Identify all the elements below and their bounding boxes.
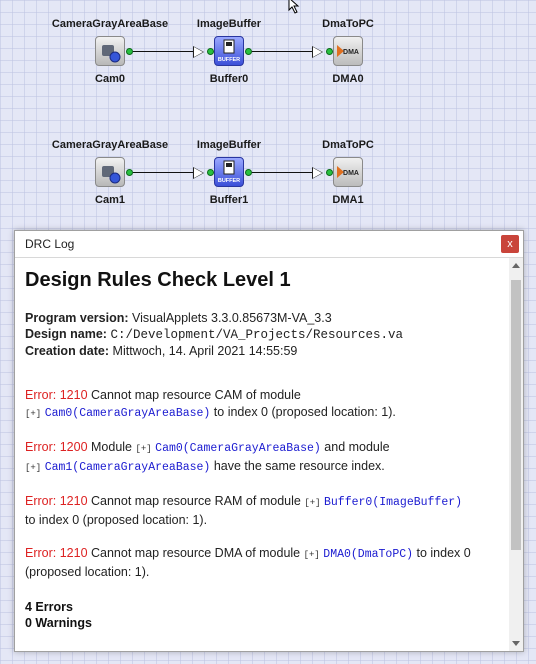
window-titlebar[interactable]: DRC Log x bbox=[15, 231, 523, 258]
module-type-ref: (ImageBuffer) bbox=[372, 496, 463, 509]
connection-wire bbox=[252, 51, 312, 52]
connection-arrow-fill bbox=[194, 168, 203, 178]
error-list: Error: 1210 Cannot map resource CAM of m… bbox=[25, 387, 503, 581]
camera-icon[interactable] bbox=[95, 36, 125, 66]
dma-icon-label: DMA bbox=[343, 170, 359, 177]
input-port[interactable] bbox=[207, 48, 214, 55]
error-text: Cannot map resource DMA of module bbox=[87, 546, 304, 560]
module-link[interactable]: Buffer0 bbox=[324, 496, 373, 509]
vertical-scrollbar[interactable] bbox=[509, 258, 523, 651]
error-entry: Error: 1210 Cannot map resource RAM of m… bbox=[25, 493, 503, 529]
program-version-value: VisualApplets 3.3.0.85673M-VA_3.3 bbox=[132, 311, 332, 325]
module-name-label: DMA0 bbox=[332, 73, 364, 85]
module-name-label: Cam1 bbox=[95, 194, 125, 206]
dma-icon[interactable]: DMA bbox=[333, 157, 363, 187]
module-name-label: Buffer1 bbox=[209, 194, 249, 206]
module-type-label: ImageBuffer bbox=[196, 18, 262, 30]
log-meta: Program version: VisualApplets 3.3.0.856… bbox=[25, 310, 503, 359]
error-text: Module bbox=[87, 440, 136, 454]
input-port[interactable] bbox=[326, 169, 333, 176]
connection-arrow-fill bbox=[194, 47, 203, 57]
error-text: Cannot map resource CAM of module bbox=[87, 388, 301, 402]
connection-arrow-fill bbox=[313, 168, 322, 178]
input-port[interactable] bbox=[326, 48, 333, 55]
creation-date-value: Mittwoch, 14. April 2021 14:55:59 bbox=[112, 344, 298, 358]
output-port[interactable] bbox=[245, 169, 252, 176]
design-name-label: Design name: bbox=[25, 327, 107, 341]
summary: 4 Errors 0 Warnings bbox=[25, 599, 503, 631]
module-type-ref: (DmaToPC) bbox=[350, 548, 414, 561]
window-title: DRC Log bbox=[25, 237, 75, 251]
module-type-ref: (CameraGrayAreaBase) bbox=[72, 461, 211, 474]
error-code: Error: 1210 bbox=[25, 388, 88, 402]
log-heading: Design Rules Check Level 1 bbox=[25, 269, 291, 291]
error-entry: Error: 1210 Cannot map resource CAM of m… bbox=[25, 387, 503, 423]
error-code: Error: 1210 bbox=[25, 494, 88, 508]
connection-wire bbox=[133, 51, 193, 52]
mouse-cursor-icon bbox=[288, 0, 300, 14]
connection-wire bbox=[252, 172, 312, 173]
error-text: to index 0 (proposed location: 1). bbox=[25, 546, 471, 579]
error-text: Cannot map resource RAM of module bbox=[87, 494, 305, 508]
module-link[interactable]: Cam0 bbox=[155, 442, 183, 455]
program-version-label: Program version: bbox=[25, 311, 129, 325]
dma-icon[interactable]: DMA bbox=[333, 36, 363, 66]
expand-toggle[interactable]: [+] bbox=[25, 409, 42, 419]
module-name-label: DMA1 bbox=[332, 194, 364, 206]
output-port[interactable] bbox=[126, 169, 133, 176]
scroll-down-icon[interactable] bbox=[512, 641, 520, 646]
error-count: 4 Errors bbox=[25, 600, 73, 614]
output-port[interactable] bbox=[126, 48, 133, 55]
module-type-label: CameraGrayAreaBase bbox=[51, 139, 169, 151]
module-name-label: Cam0 bbox=[95, 73, 125, 85]
module-name-label: Buffer0 bbox=[209, 73, 249, 85]
buffer-icon-label: BUFFER bbox=[218, 57, 240, 63]
error-text: and module bbox=[320, 440, 390, 454]
module-link[interactable]: DMA0 bbox=[323, 548, 351, 561]
module-type-ref: (CameraGrayAreaBase) bbox=[182, 442, 321, 455]
error-entry: Error: 1200 Module [+] Cam0(CameraGrayAr… bbox=[25, 439, 503, 477]
expand-toggle[interactable]: [+] bbox=[25, 463, 42, 473]
scrollbar-thumb[interactable] bbox=[511, 280, 521, 550]
module-link[interactable]: Cam0 bbox=[44, 407, 73, 420]
input-port[interactable] bbox=[207, 169, 214, 176]
buffer-icon-label: BUFFER bbox=[218, 178, 240, 184]
error-entry: Error: 1210 Cannot map resource DMA of m… bbox=[25, 545, 503, 581]
buffer-icon[interactable]: BUFFER bbox=[214, 157, 244, 187]
warning-count: 0 Warnings bbox=[25, 616, 92, 630]
output-port[interactable] bbox=[245, 48, 252, 55]
design-name-value: C:/Development/VA_Projects/Resources.va bbox=[110, 328, 404, 342]
close-button[interactable]: x bbox=[501, 235, 519, 253]
error-text: to index 0 (proposed location: 1). bbox=[25, 513, 208, 527]
connection-arrow-fill bbox=[313, 47, 322, 57]
camera-icon[interactable] bbox=[95, 157, 125, 187]
module-type-label: CameraGrayAreaBase bbox=[51, 18, 169, 30]
error-code: Error: 1200 bbox=[25, 440, 88, 454]
connection-wire bbox=[133, 172, 193, 173]
expand-toggle[interactable]: [+] bbox=[303, 550, 320, 560]
expand-toggle[interactable]: [+] bbox=[304, 498, 321, 508]
module-type-ref: (CameraGrayAreaBase) bbox=[72, 407, 211, 420]
buffer-icon[interactable]: BUFFER bbox=[214, 36, 244, 66]
error-text: have the same resource index. bbox=[213, 459, 385, 473]
error-code: Error: 1210 bbox=[25, 546, 88, 560]
error-text: to index 0 (proposed location: 1). bbox=[210, 405, 396, 419]
log-content: Design Rules Check Level 1 Program versi… bbox=[25, 269, 503, 631]
module-type-label: DmaToPC bbox=[322, 139, 374, 151]
dma-icon-label: DMA bbox=[343, 49, 359, 56]
creation-date-label: Creation date: bbox=[25, 344, 110, 358]
scroll-up-icon[interactable] bbox=[512, 263, 520, 268]
module-type-label: DmaToPC bbox=[322, 18, 374, 30]
expand-toggle[interactable]: [+] bbox=[135, 444, 152, 454]
module-type-label: ImageBuffer bbox=[196, 139, 262, 151]
module-link[interactable]: Cam1 bbox=[44, 461, 73, 474]
drc-log-window: DRC Log x Design Rules Check Level 1 Pro… bbox=[14, 230, 524, 652]
